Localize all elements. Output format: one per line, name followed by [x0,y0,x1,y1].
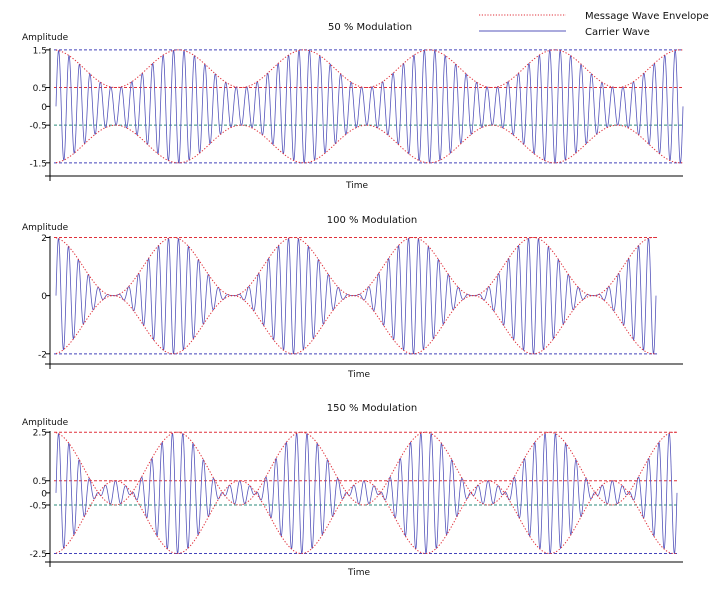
y-tick-label: 0.5 [33,477,47,487]
y-tick-label: 0 [41,292,47,302]
x-axis-label: Time [347,370,370,380]
chart-title: 150 % Modulation [327,403,417,414]
y-tick-label: 2 [41,234,47,244]
legend-label-carrier: Carrier Wave [585,27,650,38]
series-carrier-wave [55,432,678,554]
x-axis-label: Time [347,568,370,578]
y-tick-label: 0.5 [33,84,47,94]
chart-title: 100 % Modulation [327,215,417,226]
y-axis-label: Amplitude [22,33,69,43]
y-tick-label: 1.5 [33,46,47,56]
y-tick-label: -0.5 [29,501,47,511]
y-tick-label: -1.5 [29,159,47,169]
series-envelope-lower [55,124,684,164]
y-tick-label: 2.5 [33,429,47,439]
legend-label-envelope: Message Wave Envelope [585,11,709,22]
y-tick-label: -2 [38,350,47,360]
y-tick-label: 0 [41,489,47,499]
series-carrier-wave [55,49,684,164]
y-tick-label: -2.5 [29,550,47,560]
series-envelope-upper [55,49,684,89]
x-axis-label: Time [345,181,368,191]
y-tick-label: -0.5 [29,122,47,132]
series-envelope-upper [55,236,657,297]
y-tick-label: 0 [41,103,47,113]
y-axis-label: Amplitude [22,418,69,428]
series-carrier-wave [55,237,657,355]
series-envelope-lower [55,295,657,355]
chart-title: 50 % Modulation [328,22,412,33]
y-axis-label: Amplitude [22,223,69,233]
